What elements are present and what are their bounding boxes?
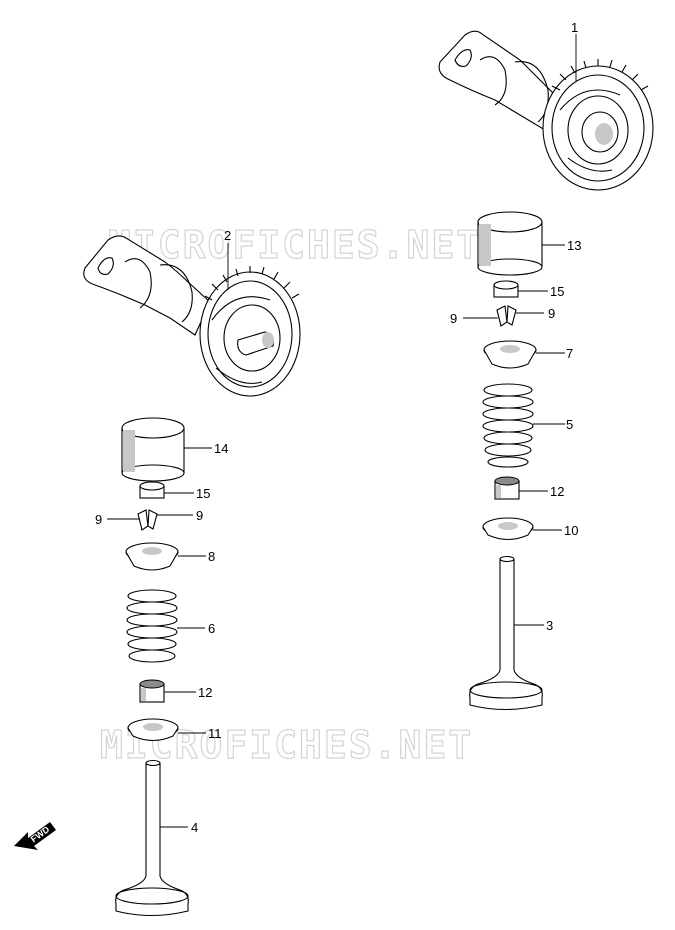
camshaft-exhaust bbox=[438, 30, 654, 191]
shim-15-right bbox=[493, 280, 519, 298]
retainer-8 bbox=[125, 542, 179, 571]
valve-4 bbox=[115, 759, 189, 916]
cotter-9-left bbox=[137, 509, 158, 531]
callout-13: 13 bbox=[567, 238, 581, 253]
seat-11 bbox=[127, 718, 179, 742]
callout-2: 2 bbox=[224, 228, 231, 243]
tappet-14 bbox=[121, 417, 185, 482]
callout-15-right: 15 bbox=[550, 284, 564, 299]
fwd-arrow-icon: FWD bbox=[14, 822, 56, 850]
callout-14: 14 bbox=[214, 441, 228, 456]
valve-3 bbox=[469, 555, 543, 710]
callout-15-left: 15 bbox=[196, 486, 210, 501]
tappet-13 bbox=[477, 211, 543, 276]
callout-6: 6 bbox=[208, 621, 215, 636]
callout-11: 11 bbox=[208, 726, 222, 741]
camshaft-intake bbox=[83, 235, 301, 397]
callout-5: 5 bbox=[566, 417, 573, 432]
callout-7: 7 bbox=[566, 346, 573, 361]
spring-6 bbox=[126, 589, 178, 663]
callout-4: 4 bbox=[191, 820, 198, 835]
callout-12-left: 12 bbox=[198, 685, 212, 700]
retainer-7 bbox=[483, 340, 537, 369]
cotter-9-right bbox=[496, 305, 517, 327]
watermark-top: MICROFICHES.NET bbox=[108, 223, 481, 267]
seal-12-left bbox=[139, 679, 165, 703]
callout-9-right-a: 9 bbox=[450, 311, 457, 326]
callout-12-right: 12 bbox=[550, 484, 564, 499]
callout-1: 1 bbox=[571, 20, 578, 35]
seat-10 bbox=[482, 517, 534, 541]
shim-15-left bbox=[139, 481, 165, 499]
callout-9-right-b: 9 bbox=[548, 306, 555, 321]
spring-5 bbox=[482, 383, 534, 468]
callout-3: 3 bbox=[546, 618, 553, 633]
callout-10: 10 bbox=[564, 523, 578, 538]
callout-9-left-a: 9 bbox=[95, 512, 102, 527]
callout-8: 8 bbox=[208, 549, 215, 564]
seal-12-right bbox=[494, 476, 520, 500]
callout-9-left-b: 9 bbox=[196, 508, 203, 523]
